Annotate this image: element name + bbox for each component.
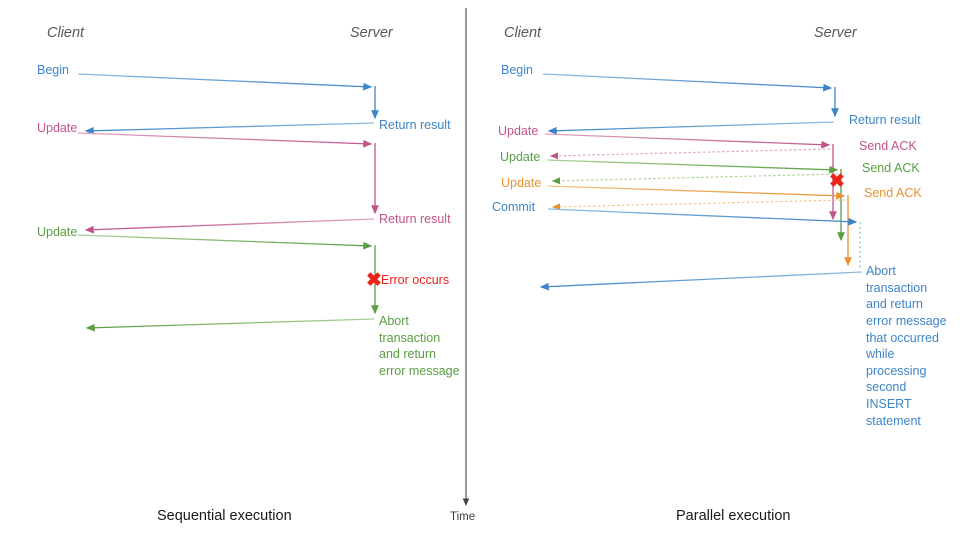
left-arrow-return-result-2: [84, 218, 375, 234]
right-arrow-send-ack-1: [549, 148, 831, 160]
left-label-return-result-2: Return result: [379, 212, 451, 226]
right-arrow-send-ack-2: [551, 173, 839, 185]
left-arrow-update-1: [77, 132, 373, 148]
right-label-abort: Abort transaction and return error messa…: [866, 264, 947, 428]
right-label-send-ack-3: Send ACK: [864, 186, 922, 200]
left-arrow-update-2: [77, 234, 373, 250]
right-label-update-1: Update: [498, 124, 539, 138]
left-label-return-result-1: Return result: [379, 118, 451, 132]
right-arrow-update-2: [546, 159, 839, 174]
right-label-return-result: Return result: [849, 113, 921, 127]
right-header-server: Server: [814, 25, 857, 41]
left-header-server: Server: [350, 25, 393, 41]
left-label-update-2: Update: [37, 225, 78, 239]
right-arrow-send-ack-3: [551, 199, 846, 211]
right-arrow-begin: [542, 73, 833, 92]
right-arrow-commit: [547, 208, 858, 226]
right-header-client: Client: [504, 25, 542, 41]
left-label-abort: Abort transaction and return error messa…: [379, 314, 460, 378]
right-label-begin: Begin: [501, 63, 533, 77]
right-label-commit: Commit: [492, 200, 536, 214]
right-caption: Parallel execution: [676, 508, 791, 524]
right-arrow-abort: [539, 271, 863, 291]
right-arrow-update-1: [544, 133, 831, 149]
left-caption: Sequential execution: [157, 508, 292, 524]
right-arrow-update-3: [547, 185, 846, 200]
right-label-send-ack-2: Send ACK: [862, 161, 920, 175]
right-label-update-2: Update: [500, 150, 541, 164]
right-label-send-ack-1: Send ACK: [859, 139, 917, 153]
error-x-icon-right: ✖: [829, 171, 845, 192]
left-label-update-1: Update: [37, 121, 78, 135]
left-header-client: Client: [47, 25, 85, 41]
left-arrow-abort: [85, 318, 375, 332]
left-arrow-return-result-1: [84, 122, 375, 135]
left-arrow-begin: [77, 73, 373, 91]
time-axis-label: Time: [450, 511, 476, 523]
left-label-error: Error occurs: [381, 273, 450, 287]
left-label-begin: Begin: [37, 63, 69, 77]
error-x-icon-left: ✖: [366, 270, 382, 291]
right-label-update-3: Update: [501, 176, 542, 190]
right-arrow-return-result: [547, 121, 835, 135]
